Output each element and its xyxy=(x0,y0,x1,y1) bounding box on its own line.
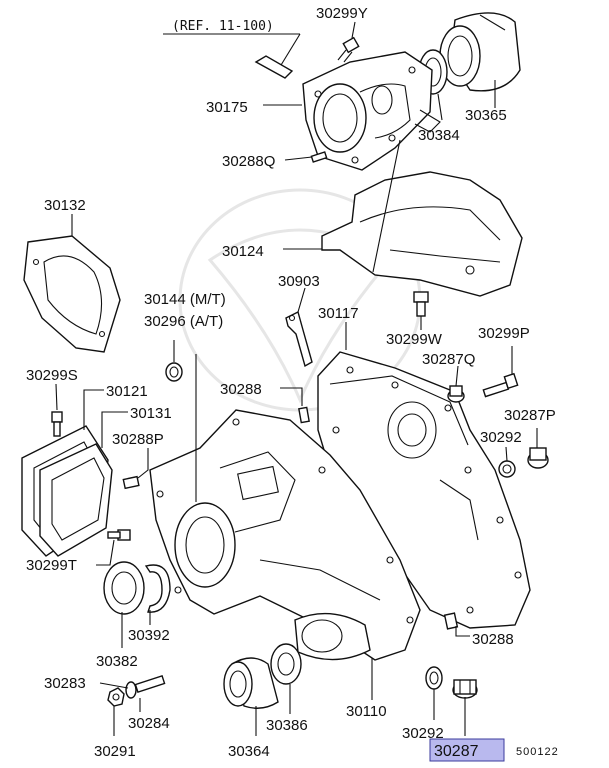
seal-30386 xyxy=(270,643,302,685)
label-30144: 30144 (M/T) xyxy=(144,291,226,308)
label-30365: 30365 xyxy=(465,107,507,124)
label-30110: 30110 xyxy=(346,703,387,720)
seal-30296 xyxy=(165,362,183,382)
washer-30283 xyxy=(125,681,137,699)
bracket-30903 xyxy=(285,310,313,368)
seal-30382 xyxy=(103,561,145,615)
label-30299w: 30299W xyxy=(386,331,443,348)
gasket-30132 xyxy=(23,235,121,353)
label-30283: 30283 xyxy=(44,675,86,692)
dowel-30288q xyxy=(310,151,328,163)
label-30291: 30291 xyxy=(94,743,136,760)
washer-30292-upper xyxy=(498,460,516,478)
label-30299s: 30299S xyxy=(26,367,78,384)
bolt-30299y xyxy=(337,36,360,63)
label-30288-upper: 30288 xyxy=(220,381,262,398)
dowel-30288p xyxy=(122,475,140,490)
label-30287p: 30287P xyxy=(504,407,556,424)
label-30121: 30121 xyxy=(106,383,148,400)
sleeve-30365 xyxy=(439,12,521,92)
label-30296: 30296 (A/T) xyxy=(144,313,223,330)
highlighted-part-box[interactable] xyxy=(429,738,505,762)
reference-arrow xyxy=(163,33,301,79)
label-30288-lower: 30288 xyxy=(472,631,514,648)
bolt-30299p xyxy=(482,372,519,398)
drain-plug-30287[interactable] xyxy=(452,679,478,699)
label-30288q: 30288Q xyxy=(222,153,275,170)
label-30384: 30384 xyxy=(418,127,460,144)
cover-30124 xyxy=(321,171,523,297)
sleeve-30364 xyxy=(223,657,279,709)
label-30284: 30284 xyxy=(128,715,170,732)
snap-ring-30392 xyxy=(144,564,171,613)
reference-note: (REF. 11-100) xyxy=(172,19,274,34)
diagram-code: 500122 xyxy=(516,746,559,758)
bolt-30299s xyxy=(51,411,63,437)
label-30288p: 30288P xyxy=(112,431,164,448)
label-30132: 30132 xyxy=(44,197,86,214)
label-30299t: 30299T xyxy=(26,557,77,574)
label-30386: 30386 xyxy=(266,717,308,734)
plug-30287p xyxy=(527,447,549,469)
transfer-case-30110 xyxy=(149,409,421,661)
label-30392: 30392 xyxy=(128,627,170,644)
label-30287q: 30287Q xyxy=(422,351,475,368)
plug-30287q xyxy=(447,385,465,403)
label-30299y: 30299Y xyxy=(316,5,368,22)
label-30903: 30903 xyxy=(278,273,320,290)
label-30287-highlighted[interactable]: 30287 xyxy=(434,743,479,760)
dowel-30288-upper xyxy=(298,406,310,424)
label-30175: 30175 xyxy=(206,99,248,116)
label-30124: 30124 xyxy=(222,243,264,260)
bolt-30299t xyxy=(107,529,131,541)
label-30382: 30382 xyxy=(96,653,138,670)
dowel-30288-lower xyxy=(443,612,459,630)
label-30117: 30117 xyxy=(318,305,359,322)
bolt-30299w xyxy=(413,291,429,317)
stud-30284 xyxy=(134,674,166,694)
gasket-30131 xyxy=(39,443,113,557)
label-30364: 30364 xyxy=(228,743,270,760)
label-30292-lower: 30292 xyxy=(402,725,444,742)
washer-30292-lower xyxy=(425,666,443,690)
label-30131: 30131 xyxy=(130,405,172,422)
nut-30291 xyxy=(107,687,125,707)
label-30299p: 30299P xyxy=(478,325,530,342)
label-30292-upper: 30292 xyxy=(480,429,522,446)
